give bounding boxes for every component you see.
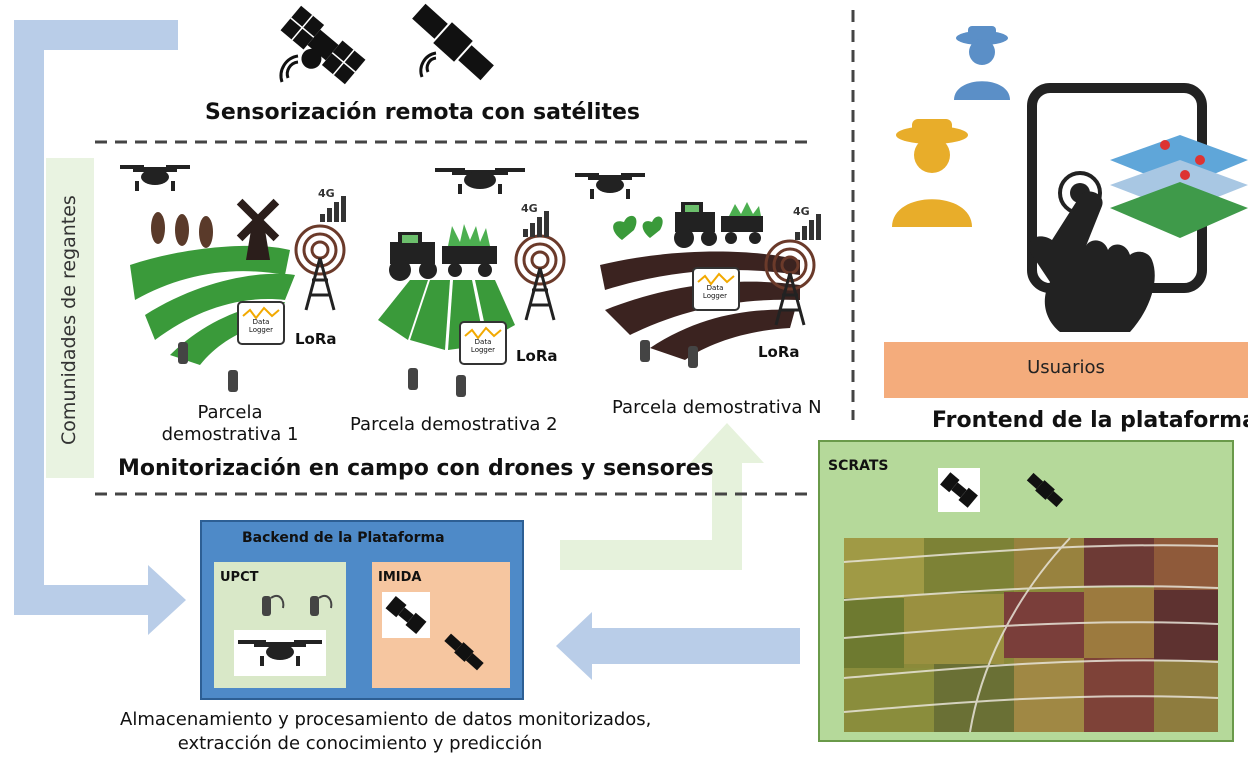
scrats-title: SCRATS xyxy=(828,458,889,474)
network-label-1: 4G xyxy=(318,187,335,200)
user-icon-blue xyxy=(954,26,1010,100)
drone-icon-upct xyxy=(238,640,322,666)
data-logger-icon-1 xyxy=(237,301,285,345)
logger-label-2-line1: Data xyxy=(474,338,492,346)
plot-1-label: Parcela demostrativa 1 xyxy=(160,402,300,446)
plot-1-label-line2: demostrativa 1 xyxy=(161,424,299,445)
field-illustration xyxy=(120,165,821,397)
backend-box: Backend de la Plataforma UPCT IMIDA xyxy=(200,520,524,700)
green-flow-arrow xyxy=(560,423,764,570)
backend-caption: Almacenamiento y procesamiento de datos … xyxy=(120,708,652,756)
logger-label-3: Data Logger xyxy=(700,284,730,300)
field-title: Monitorización en campo con drones y sen… xyxy=(118,456,714,481)
upct-label: UPCT xyxy=(220,570,259,585)
user-icon-orange xyxy=(892,119,972,227)
users-label: Usuarios xyxy=(1027,357,1105,378)
plot-1-label-line1: Parcela xyxy=(197,402,263,423)
lora-label-2: LoRa xyxy=(516,347,558,365)
frontend-title: Frontend de la plataforma xyxy=(932,408,1248,433)
network-label-3: 4G xyxy=(793,205,810,218)
data-logger-icon-2 xyxy=(459,321,507,365)
imida-label: IMIDA xyxy=(378,570,422,585)
comunidades-label: Comunidades de regantes xyxy=(58,195,80,445)
logger-label-1: Data Logger xyxy=(246,318,276,334)
signal-icon-2 xyxy=(523,211,549,237)
scrats-to-backend-arrow xyxy=(556,612,800,680)
comunidades-band xyxy=(46,158,94,478)
backend-caption-line2: extracción de conocimiento y predicción xyxy=(177,733,543,754)
logger-label-1-line1: Data xyxy=(252,318,270,326)
aerial-field-image xyxy=(843,537,1219,733)
satellite-icon-1 xyxy=(280,5,366,85)
logger-label-2-line2: Logger xyxy=(470,346,496,354)
lora-label-1: LoRa xyxy=(295,330,337,348)
scrats-illustration xyxy=(843,468,1219,733)
logger-label-2: Data Logger xyxy=(468,338,498,354)
frontend-illustration xyxy=(892,26,1248,332)
drone-icon-1 xyxy=(120,165,190,191)
hand-icon xyxy=(1029,191,1155,332)
satellite-icon-scrats-2 xyxy=(1026,472,1064,508)
satellite-icon-scrats-1 xyxy=(940,472,978,508)
logger-label-3-line2: Logger xyxy=(702,292,728,300)
backend-caption-line1: Almacenamiento y procesamiento de datos … xyxy=(120,709,652,730)
signal-icon-1 xyxy=(320,196,346,222)
satellites-title: Sensorización remota con satélites xyxy=(205,100,640,125)
plot-n-label: Parcela demostrativa N xyxy=(612,397,822,418)
drone-icon-2 xyxy=(435,168,525,194)
data-logger-icon-3 xyxy=(692,267,740,311)
logger-label-3-line1: Data xyxy=(706,284,724,292)
imida-box: IMIDA xyxy=(372,562,510,688)
satellite-icon-imida-1 xyxy=(385,596,427,634)
scrats-box: SCRATS xyxy=(818,440,1234,742)
tower-icon-3 xyxy=(764,239,816,326)
lora-label-3: LoRa xyxy=(758,343,800,361)
imida-icons xyxy=(382,592,484,671)
network-label-2: 4G xyxy=(521,202,538,215)
map-layers-icon xyxy=(1110,135,1248,238)
satellite-icon-imida-2 xyxy=(444,633,484,671)
tower-icon-2 xyxy=(514,234,566,321)
plot-2-label: Parcela demostrativa 2 xyxy=(350,414,558,435)
satellite-icon-2 xyxy=(412,3,494,81)
users-bar xyxy=(884,342,1248,398)
satellite-icons xyxy=(279,3,494,85)
backend-title: Backend de la Plataforma xyxy=(242,530,445,546)
upct-box: UPCT xyxy=(214,562,346,688)
drone-icon-3 xyxy=(575,173,645,199)
upct-icons xyxy=(234,594,333,676)
sensor-icons xyxy=(178,340,698,397)
left-flow-arrow xyxy=(0,20,186,635)
logger-label-1-line2: Logger xyxy=(248,326,274,334)
signal-icon-3 xyxy=(795,214,821,240)
tower-icon-1 xyxy=(294,224,346,311)
